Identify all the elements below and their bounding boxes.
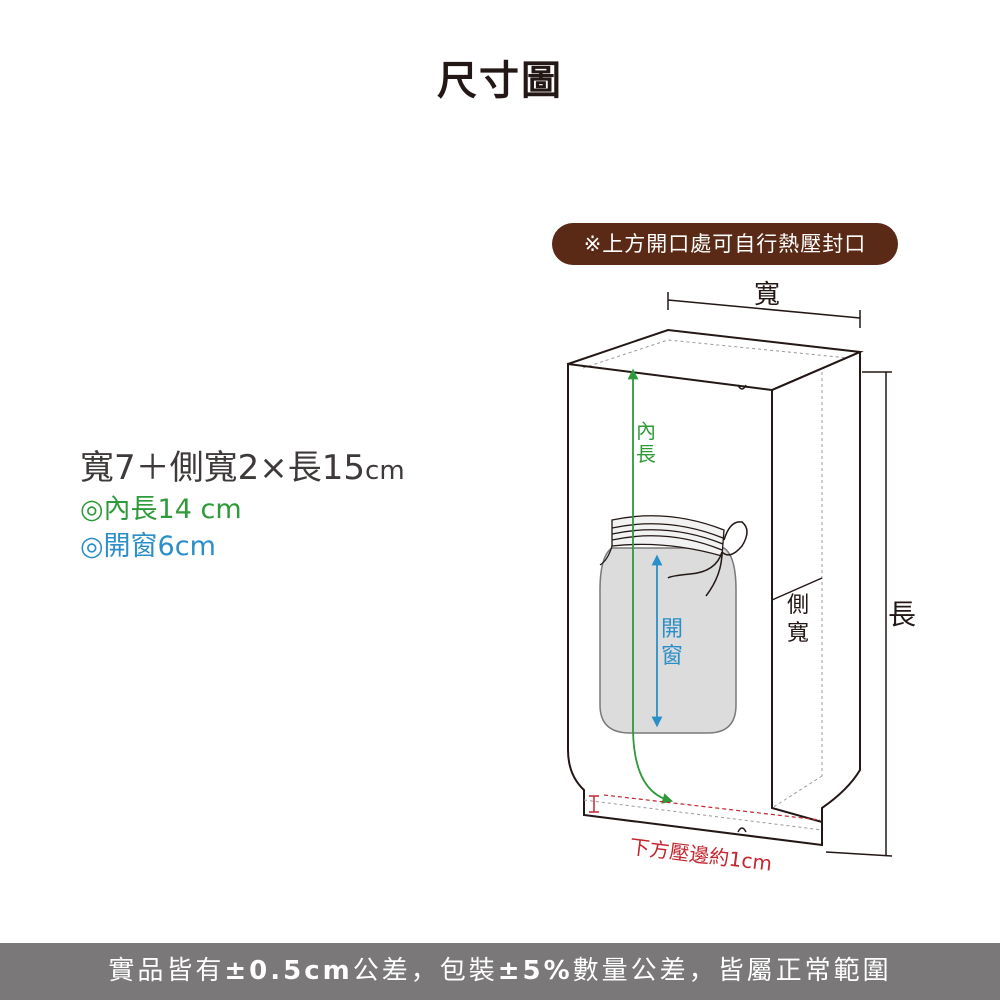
bottom-seal-marker bbox=[589, 795, 599, 813]
bag-side bbox=[821, 352, 861, 822]
size-spec: 寬7＋側寬2×長15cm bbox=[80, 445, 405, 494]
top-seal-line bbox=[582, 339, 849, 369]
length-label: 長 bbox=[888, 598, 916, 631]
window-label-2: 窗 bbox=[661, 644, 683, 669]
side-width-label-1: 側 bbox=[787, 593, 809, 618]
side-width-dimension bbox=[771, 577, 823, 601]
heat-seal-note: ※上方開口處可自行熱壓封口 bbox=[552, 223, 898, 265]
spec-side-value: 2 bbox=[237, 448, 260, 488]
side-width-label-2: 寬 bbox=[787, 621, 809, 646]
spec-unit: cm bbox=[365, 456, 405, 486]
footer-tolerance-size: ±0.5cm bbox=[224, 956, 353, 986]
spec-mid2: ×長 bbox=[259, 448, 322, 488]
bag-top-gusset bbox=[567, 328, 864, 391]
footer-text-c: 數量公差，皆屬正常範圍 bbox=[572, 956, 892, 986]
tolerance-footer: 實品皆有±0.5cm公差，包裝±5%數量公差，皆屬正常範圍 bbox=[0, 943, 1000, 1000]
tear-notch-bottom bbox=[737, 827, 747, 833]
width-dimension bbox=[667, 292, 861, 328]
spec-prefix: 寬 bbox=[80, 448, 114, 488]
inner-length-arrow bbox=[627, 368, 674, 804]
footer-tolerance-quantity: ±5% bbox=[497, 956, 573, 986]
bottom-seal-label: 下方壓邊約1cm bbox=[628, 834, 773, 875]
spec-mid1: ＋側寬 bbox=[135, 448, 238, 488]
bottom-seal-line bbox=[603, 794, 821, 821]
window-label-1: 開 bbox=[661, 617, 683, 642]
length-dimension bbox=[825, 371, 893, 857]
inner-length-label-2: 長 bbox=[636, 442, 656, 466]
width-label: 寬 bbox=[754, 280, 780, 310]
window-spec: ◎開窗6cm bbox=[80, 531, 216, 562]
footer-text-b: 公差，包裝 bbox=[352, 956, 498, 986]
page-title: 尺寸圖 bbox=[437, 58, 563, 104]
tear-notch-top bbox=[737, 384, 747, 390]
spec-length-value: 15 bbox=[321, 448, 366, 488]
footer-text-a: 實品皆有 bbox=[108, 956, 225, 986]
inner-length-label-1: 內 bbox=[636, 419, 656, 443]
inner-length-spec: ◎內長14 cm bbox=[80, 494, 242, 525]
spec-width-value: 7 bbox=[114, 448, 136, 488]
